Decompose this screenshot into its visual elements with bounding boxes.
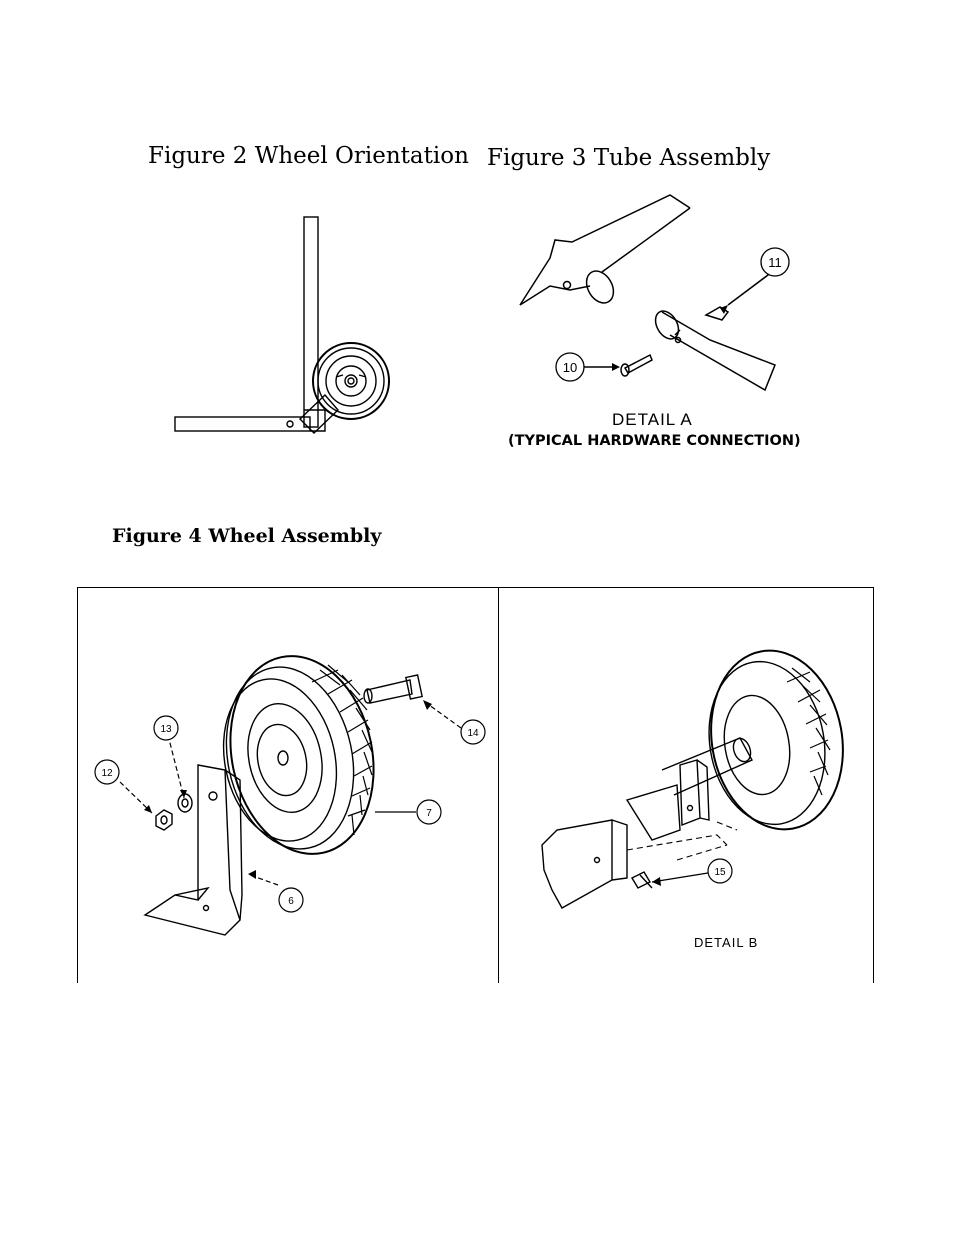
figure-2-title: Figure 2 Wheel Orientation <box>148 143 469 169</box>
wheel-mounting-detail-drawing: 15 <box>541 649 844 909</box>
wheel-orientation-drawing <box>174 216 390 434</box>
tube-assembly-drawing: 11 10 <box>519 194 790 392</box>
callout-10: 10 <box>563 360 577 375</box>
callout-13: 13 <box>160 724 172 735</box>
figure-3-title: Figure 3 Tube Assembly <box>487 145 771 171</box>
callout-6: 6 <box>288 896 294 907</box>
panel-divider <box>498 587 499 983</box>
typical-hardware-caption: (TYPICAL HARDWARE CONNECTION) <box>508 433 801 449</box>
figure-4-title: Figure 4 Wheel Assembly <box>112 525 382 547</box>
callout-14: 14 <box>467 728 479 739</box>
callout-7: 7 <box>426 808 432 819</box>
callout-15: 15 <box>714 867 726 878</box>
callout-11: 11 <box>768 255 782 270</box>
detail-b-label: DETAIL B <box>694 935 759 950</box>
wheel-assembly-exploded-drawing: 13 12 14 7 6 <box>94 655 486 936</box>
callout-12: 12 <box>101 768 113 779</box>
wheel-assembly-frame <box>77 587 874 983</box>
detail-a-label: DETAIL A <box>612 410 693 429</box>
